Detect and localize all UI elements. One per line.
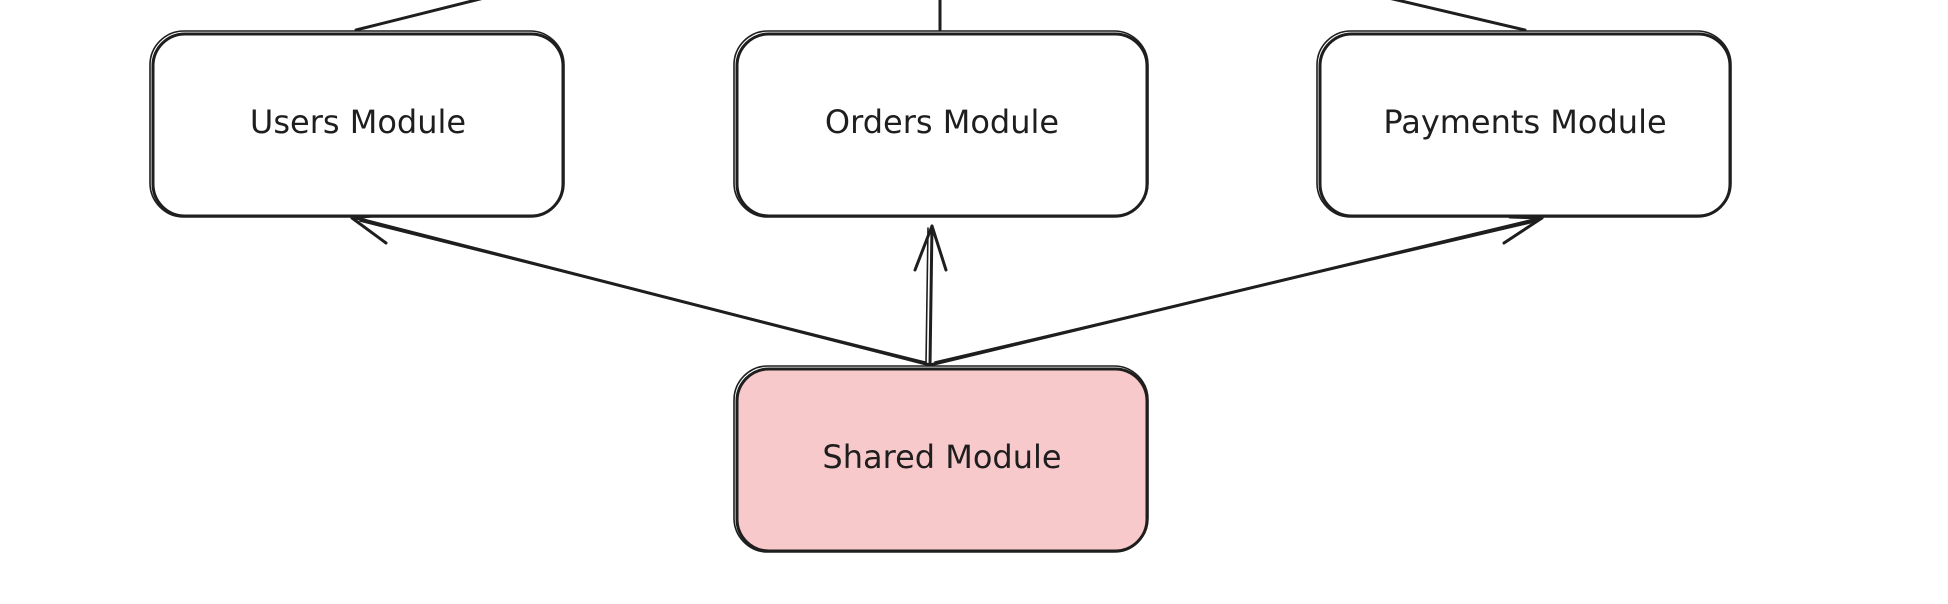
node-payments-module[interactable]: Payments Module	[1316, 30, 1732, 218]
node-shared-box	[735, 367, 1149, 553]
node-orders-box	[735, 32, 1149, 218]
edge-users-up	[354, 0, 483, 32]
edge-payments-up	[1390, 0, 1527, 32]
node-payments-box	[1318, 32, 1732, 218]
node-users-module[interactable]: Users Module	[149, 30, 565, 218]
node-payments-label: Payments Module	[1383, 103, 1666, 141]
node-shared-label: Shared Module	[822, 438, 1061, 476]
node-users-label: Users Module	[250, 103, 466, 141]
edge-shared-to-users	[350, 212, 932, 367]
node-orders-module[interactable]: Orders Module	[733, 30, 1149, 218]
node-orders-label: Orders Module	[825, 103, 1059, 141]
node-users-box	[151, 32, 565, 218]
node-shared-module[interactable]: Shared Module	[733, 365, 1149, 553]
edge-shared-to-orders	[913, 224, 948, 367]
edge-shared-to-payments	[928, 215, 1544, 367]
